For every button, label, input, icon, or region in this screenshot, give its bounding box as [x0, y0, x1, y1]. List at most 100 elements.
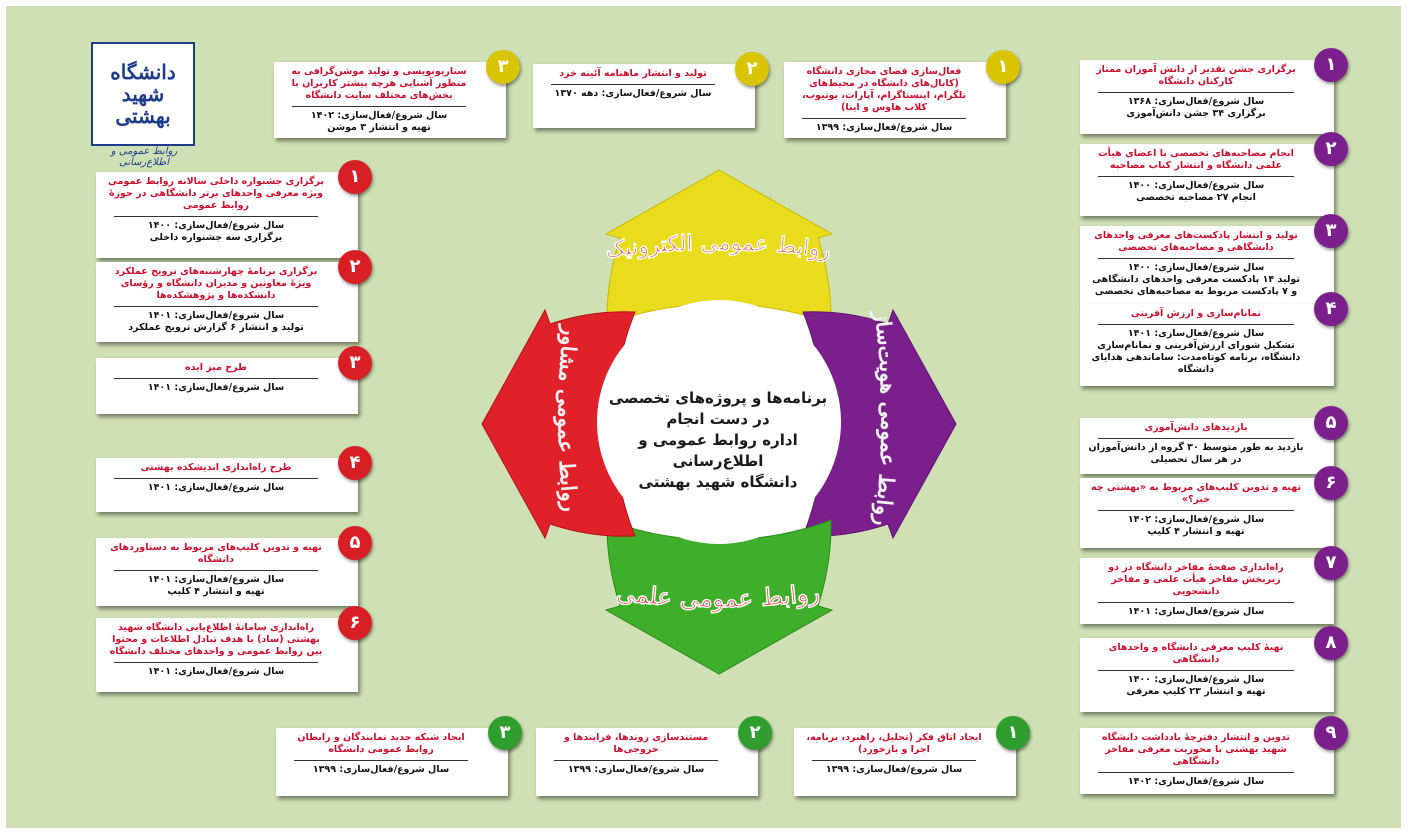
right-project-card: تدوین و انتشار دفترچهٔ یادداشت دانشگاه ش… — [1080, 728, 1334, 794]
card-title: مستندسازی روندها، فرایندها و خروجی‌ها — [563, 732, 709, 755]
card-detail: بازدید به طور متوسط ۳۰ گروه از دانش‌آموز… — [1088, 442, 1304, 465]
card-number-badge: ۳ — [488, 716, 522, 750]
center-title-line: اداره روابط عمومی و اطلاع‌رسانی — [638, 431, 798, 470]
card-number-badge: ۱ — [986, 50, 1020, 84]
card-detail: برگزاری سه جشنواره داخلی — [149, 232, 283, 243]
card-detail: تهیه و انتشار ۳ موشن — [327, 122, 431, 133]
card-detail: سال شروع/فعال‌سازی: ۱۴۰۰ — [1127, 674, 1265, 685]
card-divider — [802, 118, 966, 119]
card-title: طرح میز ایده — [185, 362, 247, 373]
card-detail: تهیه و انتشار ۲۳ کلیپ معرفی — [1126, 686, 1266, 697]
card-divider — [294, 760, 468, 761]
card-number-badge: ۷ — [1314, 546, 1348, 580]
card-title: تدوین و انتشار دفترچهٔ یادداشت دانشگاه ش… — [1101, 732, 1291, 767]
logo-subtitle: روابط عمومی و اطلاع‌رسانی — [110, 146, 178, 168]
card-divider — [292, 106, 466, 107]
card-number-badge: ۲ — [338, 250, 372, 284]
svg-text:روابط عمومی علمی: روابط عمومی علمی — [615, 577, 822, 614]
card-detail: سال شروع/فعال‌سازی: ۱۳۶۸ — [1127, 96, 1265, 107]
card-title: انجام مصاحبه‌های تخصصی با اعضای هیأت علم… — [1098, 148, 1294, 171]
left-project-card: تهیه و تدوین کلیپ‌های مربوط به دستاوردها… — [96, 538, 358, 606]
card-detail: سال شروع/فعال‌سازی: ۱۴۰۱ — [147, 574, 285, 585]
card-detail: سال شروع/فعال‌سازی: ۱۴۰۲ — [1127, 776, 1265, 787]
card-title: فعال‌سازی فضای مجازی دانشگاه (کانال‌های … — [801, 66, 967, 113]
card-number-badge: ۱ — [996, 716, 1030, 750]
card-title: برگزاری برنامهٔ چهارشنبه‌های ترویج عملکر… — [114, 266, 318, 301]
card-divider — [1098, 602, 1294, 603]
right-project-card: انجام مصاحبه‌های تخصصی با اعضای هیأت علم… — [1080, 144, 1334, 216]
right-project-card: راه‌اندازی صفحهٔ مفاخر دانشگاه در دو زیر… — [1080, 558, 1334, 624]
card-title: بازدیدهای دانش‌آموزی — [1144, 422, 1248, 433]
card-number-badge: ۲ — [738, 716, 772, 750]
left-project-card: راه‌اندازی سامانهٔ اطلاع‌یابی دانشگاه شه… — [96, 618, 358, 692]
top-project-card: سناریونویسی و تولید موشن‌گرافی به منظور … — [274, 62, 506, 138]
card-detail: سال شروع/فعال‌سازی: ۱۴۰۱ — [1127, 606, 1265, 617]
right-project-card: تهیه و تدوین کلیپ‌های مربوط به «بهشتی چه… — [1080, 478, 1334, 548]
university-logo: دانشگاه شهید بهشتی — [91, 42, 195, 146]
card-detail: سال شروع/فعال‌سازی: ۱۳۹۹ — [312, 764, 450, 775]
card-detail: سال شروع/فعال‌سازی: ۱۴۰۱ — [1127, 328, 1265, 339]
card-number-badge: ۴ — [338, 446, 372, 480]
card-divider — [551, 84, 715, 85]
card-divider — [1098, 438, 1294, 439]
card-detail: تهیه و انتشار ۴ کلیپ — [167, 586, 265, 597]
card-number-badge: ۳ — [338, 346, 372, 380]
card-detail: سال شروع/فعال‌سازی: ۱۴۰۰ — [1127, 262, 1265, 273]
card-detail: سال شروع/فعال‌سازی: ۱۴۰۱ — [147, 310, 285, 321]
card-detail: سال شروع/فعال‌سازی: ۱۴۰۲ — [310, 110, 448, 121]
card-detail: سال شروع/فعال‌سازی: ۱۴۰۱ — [147, 666, 285, 677]
card-divider — [114, 306, 318, 307]
card-number-badge: ۱ — [338, 160, 372, 194]
top-project-card: فعال‌سازی فضای مجازی دانشگاه (کانال‌های … — [784, 62, 1006, 138]
card-divider — [1098, 324, 1294, 325]
card-divider — [114, 478, 318, 479]
card-divider — [114, 378, 318, 379]
card-divider — [1098, 258, 1294, 259]
card-title: برگزاری جشن تقدیر از دانش آموزان ممتاز ک… — [1096, 64, 1296, 87]
card-title: طرح راه‌اندازی اندیشکده بهشتی — [140, 462, 292, 473]
card-number-badge: ۶ — [1314, 466, 1348, 500]
card-title: تولید و انتشار پادکست‌های معرفی واحدهای … — [1094, 230, 1298, 253]
card-detail: تولید ۱۴ پادکست معرفی واحدهای دانشگاهی و… — [1092, 274, 1300, 297]
card-divider — [554, 760, 718, 761]
card-divider — [114, 662, 318, 663]
card-number-badge: ۱ — [1314, 48, 1348, 82]
card-title: تولید و انتشار ماهنامه آئینه خرد — [559, 68, 707, 79]
card-number-badge: ۲ — [1314, 132, 1348, 166]
right-project-card: برگزاری جشن تقدیر از دانش آموزان ممتاز ک… — [1080, 60, 1334, 134]
logo-text: دانشگاه شهید بهشتی — [110, 60, 176, 128]
card-title: ایجاد شبکه جدید نمایندگان و رابطان روابط… — [297, 732, 465, 755]
card-number-badge: ۳ — [486, 50, 520, 84]
card-number-badge: ۶ — [338, 606, 372, 640]
central-diagram: روابط عمومی الکترونیک روابط عمومی علمی ر… — [481, 169, 957, 675]
card-detail: سال شروع/فعال‌سازی: ۱۳۹۹ — [567, 764, 705, 775]
left-project-card: برگزاری برنامهٔ چهارشنبه‌های ترویج عملکر… — [96, 262, 358, 342]
right-project-card: تهیهٔ کلیپ معرفی دانشگاه و واحدهای دانشگ… — [1080, 638, 1334, 712]
card-divider — [1098, 510, 1294, 511]
card-title: سناریونویسی و تولید موشن‌گرافی به منظور … — [291, 66, 467, 101]
card-number-badge: ۳ — [1314, 214, 1348, 248]
card-number-badge: ۴ — [1314, 292, 1348, 326]
card-detail: تولید و انتشار ۶ گزارش ترویج عملکرد — [128, 322, 304, 333]
card-detail: سال شروع/فعال‌سازی: ۱۴۰۰ — [1127, 180, 1265, 191]
card-title: تهیه و تدوین کلیپ‌های مربوط به دستاوردها… — [110, 542, 322, 565]
card-title: تهیه و تدوین کلیپ‌های مربوط به «بهشتی چه… — [1090, 482, 1302, 505]
card-title: تهیهٔ کلیپ معرفی دانشگاه و واحدهای دانشگ… — [1108, 642, 1284, 665]
card-number-badge: ۵ — [338, 526, 372, 560]
card-divider — [1098, 92, 1294, 93]
card-detail: سال شروع/فعال‌سازی: ۱۴۰۰ — [147, 220, 285, 231]
center-title: برنامه‌ها و پروژه‌های تخصصی در دست انجام… — [598, 388, 838, 493]
card-detail: انجام ۲۷ مصاحبه تخصصی — [1136, 192, 1256, 203]
card-detail: سال شروع/فعال‌سازی: ۱۳۹۹ — [825, 764, 963, 775]
center-title-line: در دست انجام — [666, 410, 770, 428]
card-divider — [812, 760, 976, 761]
right-project-card: بازدیدهای دانش‌آموزی بازدید به طور متوسط … — [1080, 418, 1334, 474]
card-detail: سال شروع/فعال‌سازی: ۱۴۰۱ — [147, 382, 285, 393]
card-divider — [1098, 670, 1294, 671]
card-title: راه‌اندازی سامانهٔ اطلاع‌یابی دانشگاه شه… — [109, 622, 323, 657]
card-divider — [1098, 772, 1294, 773]
card-detail: تشکیل شورای ارزش‌آفرینی و نمانام‌سازی دا… — [1091, 340, 1301, 375]
bottom-project-card: مستندسازی روندها، فرایندها و خروجی‌ها سال… — [536, 728, 758, 796]
